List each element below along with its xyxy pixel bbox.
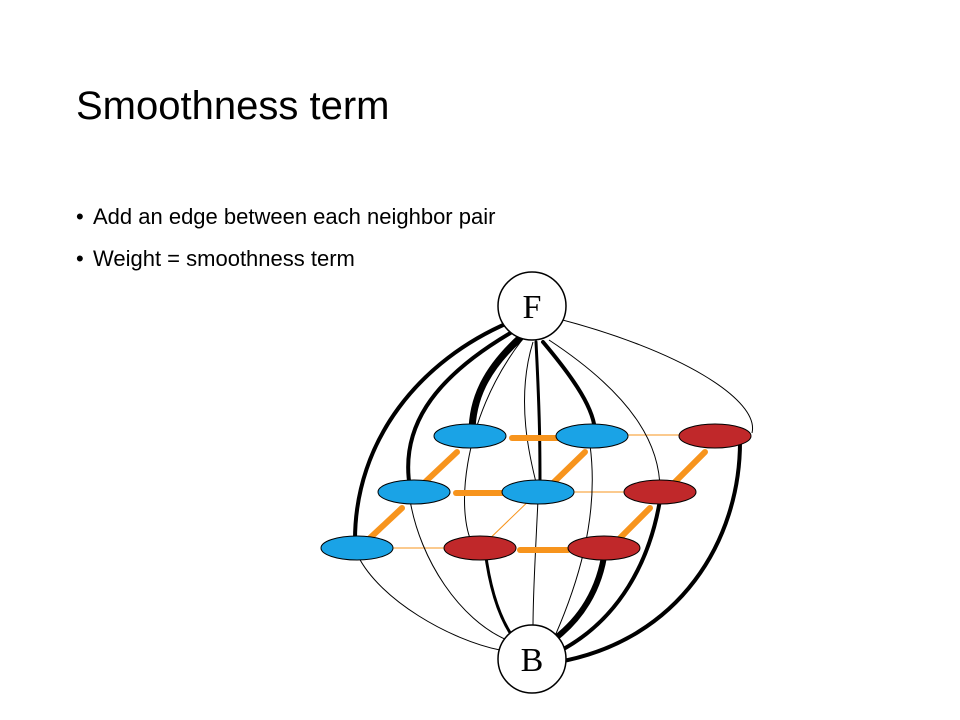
- thick-neighbor-edges: [367, 435, 708, 553]
- terminal-circle: [497, 271, 567, 341]
- terminal-edge: [548, 339, 661, 491]
- foreground-pixel: [433, 423, 507, 449]
- bullet-dot-icon: •: [76, 246, 84, 271]
- terminal-edge: [556, 498, 662, 654]
- slide-title: Smoothness term: [76, 84, 390, 128]
- terminal-node-b: B: [497, 624, 567, 694]
- background-pixel: [567, 535, 641, 561]
- neighbor-edge: [367, 505, 405, 541]
- background-pixel: [443, 535, 517, 561]
- foreground-pixel: [501, 479, 575, 505]
- terminal-edge: [532, 499, 539, 629]
- terminal-edge: [409, 499, 508, 641]
- neighbor-edge: [670, 449, 708, 487]
- bullet-text: Add an edge between each neighbor pair: [93, 204, 496, 229]
- background-pixel: [623, 479, 697, 505]
- terminal-edge: [357, 555, 501, 651]
- thick-terminal-edges: [353, 320, 742, 664]
- terminal-edge: [468, 334, 524, 437]
- terminal-edge: [406, 330, 514, 490]
- foreground-pixel: [555, 423, 629, 449]
- bullet-dot-icon: •: [76, 204, 84, 229]
- terminal-edge: [353, 320, 512, 542]
- terminal-edge: [464, 339, 523, 549]
- foreground-pixel: [377, 479, 451, 505]
- neighbor-edge: [617, 505, 653, 541]
- neighbor-edge: [420, 449, 460, 487]
- pixel-nodes: [320, 423, 752, 561]
- bullet-text: Weight = smoothness term: [93, 246, 355, 271]
- bullet-item: • Weight = smoothness term: [76, 238, 495, 280]
- foreground-pixel: [320, 535, 394, 561]
- terminal-label-b: B: [521, 642, 544, 679]
- terminal-edge: [556, 440, 742, 664]
- terminal-edge: [524, 341, 539, 491]
- terminal-label-f: F: [523, 289, 542, 326]
- terminal-edge: [541, 340, 597, 435]
- background-pixel: [678, 423, 752, 449]
- terminal-node-f: F: [497, 271, 567, 341]
- neighbor-edge: [549, 449, 588, 487]
- bullet-list: •Add an edge between each neighbor pair …: [76, 196, 495, 280]
- terminal-edge: [483, 548, 517, 642]
- terminal-edge: [550, 547, 608, 643]
- terminal-edge: [554, 317, 754, 434]
- bullet-item: • Add an edge between each neighbor pair: [76, 196, 495, 238]
- terminal-edge: [534, 340, 542, 492]
- terminal-circle: [497, 624, 567, 694]
